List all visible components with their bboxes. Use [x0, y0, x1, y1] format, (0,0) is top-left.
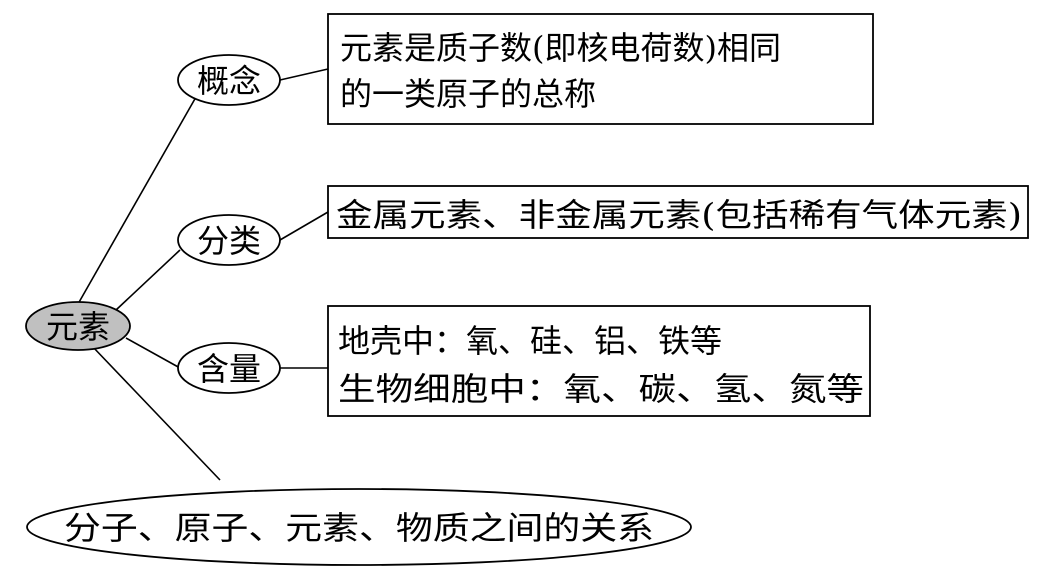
connector-root-relation: [91, 345, 221, 481]
detail-content-line-2: 生物细胞中：氧、碳、氢、氮等: [338, 370, 864, 408]
detail-concept-line-1: 元素是质子数(即核电荷数)相同: [340, 29, 781, 67]
relation-label: 分子、原子、元素、物质之间的关系: [64, 509, 654, 547]
connectors: [77, 68, 329, 481]
detail-content-line-1: 地壳中：氧、硅、铝、铁等: [338, 322, 722, 360]
detail-box-concept: 元素是质子数(即核电荷数)相同 的一类原子的总称: [327, 13, 874, 125]
connector-classification-detail: [279, 211, 329, 241]
branch-node-concept: 概念: [177, 54, 281, 106]
branch-label-concept: 概念: [197, 62, 261, 100]
root-node: 元素: [25, 301, 131, 351]
relation-node: 分子、原子、元素、物质之间的关系: [26, 488, 692, 566]
branch-node-classification: 分类: [177, 214, 281, 266]
connector-root-concept: [77, 89, 201, 305]
branch-node-content: 含量: [177, 342, 281, 394]
detail-classification-line-1: 金属元素、非金属元素(包括稀有气体元素): [336, 196, 1022, 234]
detail-box-classification: 金属元素、非金属元素(包括稀有气体元素): [327, 185, 1029, 239]
root-label: 元素: [46, 308, 110, 346]
branch-label-classification: 分类: [197, 222, 261, 260]
branch-label-content: 含量: [197, 350, 261, 388]
connector-root-classification: [115, 249, 181, 311]
connector-root-content: [125, 337, 181, 369]
detail-concept-line-2: 的一类原子的总称: [340, 75, 596, 113]
connector-concept-detail: [279, 68, 329, 81]
detail-box-content: 地壳中：氧、硅、铝、铁等 生物细胞中：氧、碳、氢、氮等: [327, 305, 871, 417]
